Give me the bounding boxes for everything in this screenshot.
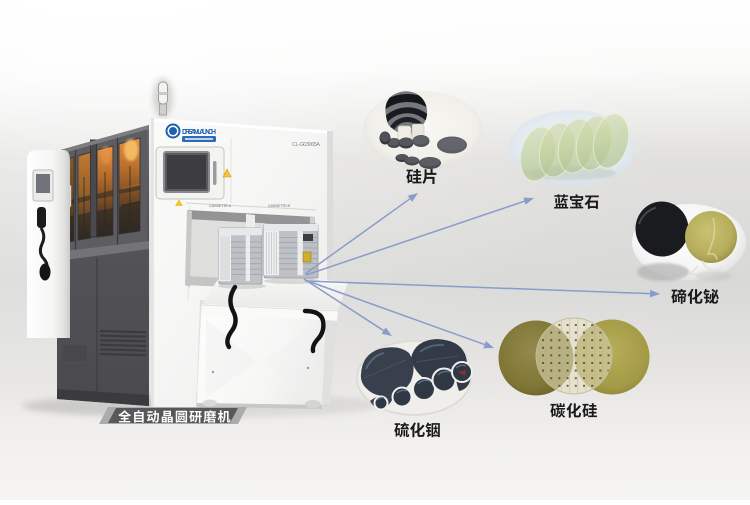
svg-text:CL-G03065A: CL-G03065A: [292, 142, 320, 148]
svg-text:CASSETTE A: CASSETTE A: [209, 204, 231, 208]
svg-text:DREAM LAUNCH: DREAM LAUNCH: [182, 129, 216, 136]
svg-text:CASSETTE B: CASSETTE B: [268, 204, 290, 208]
